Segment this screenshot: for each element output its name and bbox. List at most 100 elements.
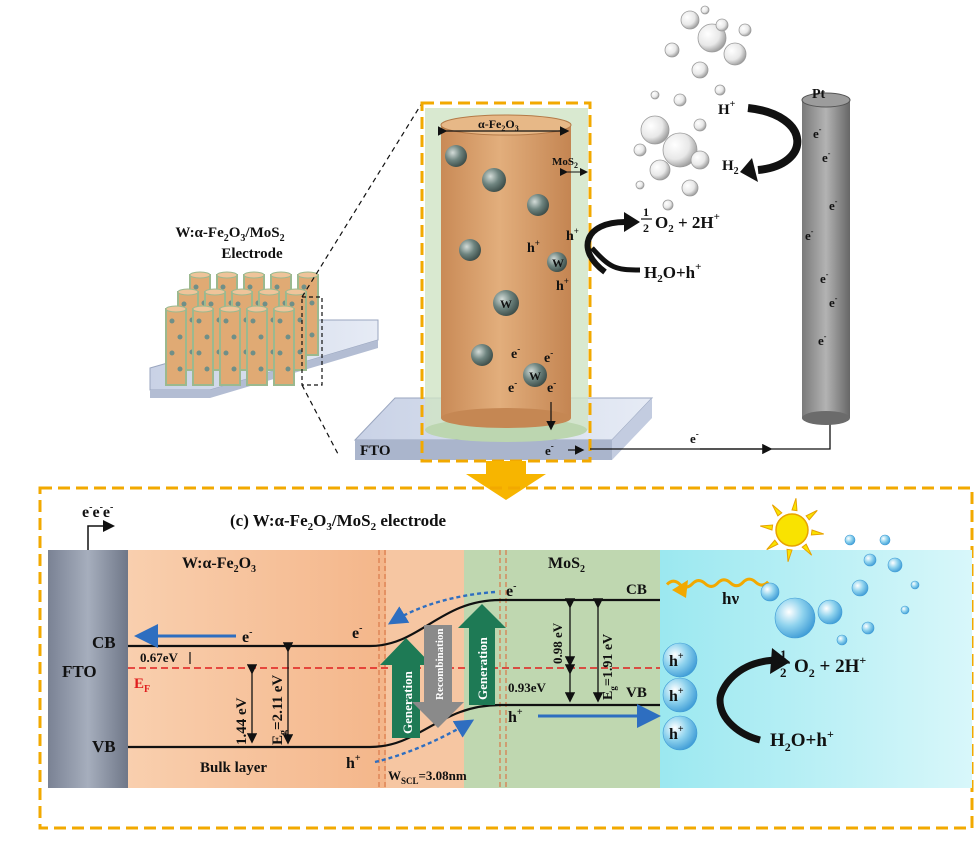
hydrogen-arrowhead [740,158,758,182]
w-dopant-dot [445,145,467,167]
electrolyte-bubble [879,534,891,546]
mini-dopant [177,334,183,340]
hole-bubble [662,642,698,678]
mini-dopant [285,366,291,372]
hole-bubble [662,677,698,713]
fto-electrons: e-e-e- [82,502,113,521]
half-num-bottom: 1 [780,647,787,662]
fe2o3-region-label: W:α-Fe2O3 [182,555,256,575]
mini-dopant [169,318,175,324]
mos2-film-label: MoS2 [552,156,578,170]
pt-electron: e- [829,197,838,213]
interface-hole: h+ [566,226,579,244]
mini-dopant [177,366,183,372]
w-dopant-atom [523,363,547,387]
top-schematic: W:α-Fe2O3/MoS2 Electrode FTO α-Fe2O3 MoS… [149,5,851,463]
recombination-arrow [412,625,464,728]
electrolyte-bubble [863,553,877,567]
sun-ray [810,529,824,536]
pt-electrode [802,100,850,418]
gas-bubble [693,118,707,132]
electrolyte-bubbles [760,534,920,646]
mini-nanorod-top [219,305,241,313]
mini-dopant [289,301,295,307]
mini-nanorod [165,308,187,386]
fe2o3-bulk-region [128,550,386,788]
mini-dopant [258,366,264,372]
band-diagram: (c) W:α-Fe2O3/MoS2 electrode e-e-e- FTO … [38,486,974,830]
pt-electrode-top [801,92,851,108]
electrode-label: W:α-Fe2O3/MoS2 [175,225,284,244]
fto-contact [48,550,128,788]
gas-bubble [640,115,670,145]
vb-right-label: VB [626,685,647,701]
gas-bubble [714,84,726,96]
gas-bubble [673,93,687,107]
oxygen-arrowhead [624,212,640,232]
water-reactant-bottom: H2O+h+ [770,727,834,754]
mos2-hole: h+ [508,707,523,726]
electrolyte-bubble [844,534,856,546]
mini-nanorod-top [177,288,199,296]
gap-144-label: 1.44 eV [234,697,250,745]
pt-electron: e- [829,294,838,310]
pt-label: Pt [812,87,826,102]
gas-bubble [691,61,709,79]
mini-dopant [274,284,280,290]
generation-arrow-right [458,604,506,705]
sun-ray [760,524,774,531]
sun-ray [791,498,798,512]
w-dopant-dot [471,344,493,366]
generation-label-left: Generation [400,670,415,734]
mos-bandgap-label: Eg=1.91 eV [601,634,618,700]
fe-bandgap-label: Eg=2.11 eV [270,675,289,745]
circuit-electron-label: e- [690,429,699,446]
vb-hole: h+ [346,753,361,772]
pt-electrode-base [802,411,850,425]
electrolyte-bubble [887,557,903,573]
mini-dopant [285,334,291,340]
rod-charges: h+h+h+e-e-e-e- [508,226,579,396]
fto-slab-front [355,440,612,460]
mini-nanorod-top [204,288,226,296]
w-dopant-dot [459,239,481,261]
rod-electron: e- [547,378,556,396]
mini-dopant [309,332,315,338]
gas-bubble [649,159,671,181]
mini-dopant [277,318,283,324]
fto-output-arrow [87,520,115,550]
zoom-frame [420,101,592,463]
sun-ray [786,548,793,562]
mini-nanorod-top [270,271,292,279]
pt-electron: e- [822,149,831,165]
oxygen-reaction-arrow [584,219,626,275]
gap-093-label: 0.93eV [508,680,547,695]
mini-dopant [169,350,175,356]
mini-dopant [258,334,264,340]
electrolyte-bubble [861,621,875,635]
mini-dopant [301,284,307,290]
mini-dopant [309,300,315,306]
mini-dopant [223,350,229,356]
mini-dopant [220,284,226,290]
transition-arrow [466,461,546,500]
mini-dopant [196,318,202,324]
band-diagram-title: (c) W:α-Fe2O3/MoS2 electrode [230,511,447,533]
mini-nanorod [219,308,241,386]
hole-drift-arrow [374,719,475,764]
electron-drift-arrow [387,590,496,625]
electrolyte-bubble [851,579,869,597]
hole-bubble [662,715,698,751]
electrolyte-region [660,550,972,788]
wscl-label: WSCL=3.08nm [388,768,467,786]
sun-ray [771,504,783,517]
pt-electron: e- [805,227,814,243]
mini-nanorod-top [243,271,265,279]
vb-left-label: VB [92,737,116,756]
zoom-line-bottom [301,384,339,455]
water-oxidation-arrow [716,656,781,744]
mini-nanorod-top [273,305,295,313]
gas-bubble [681,179,699,197]
mini-nanorod-top [285,288,307,296]
